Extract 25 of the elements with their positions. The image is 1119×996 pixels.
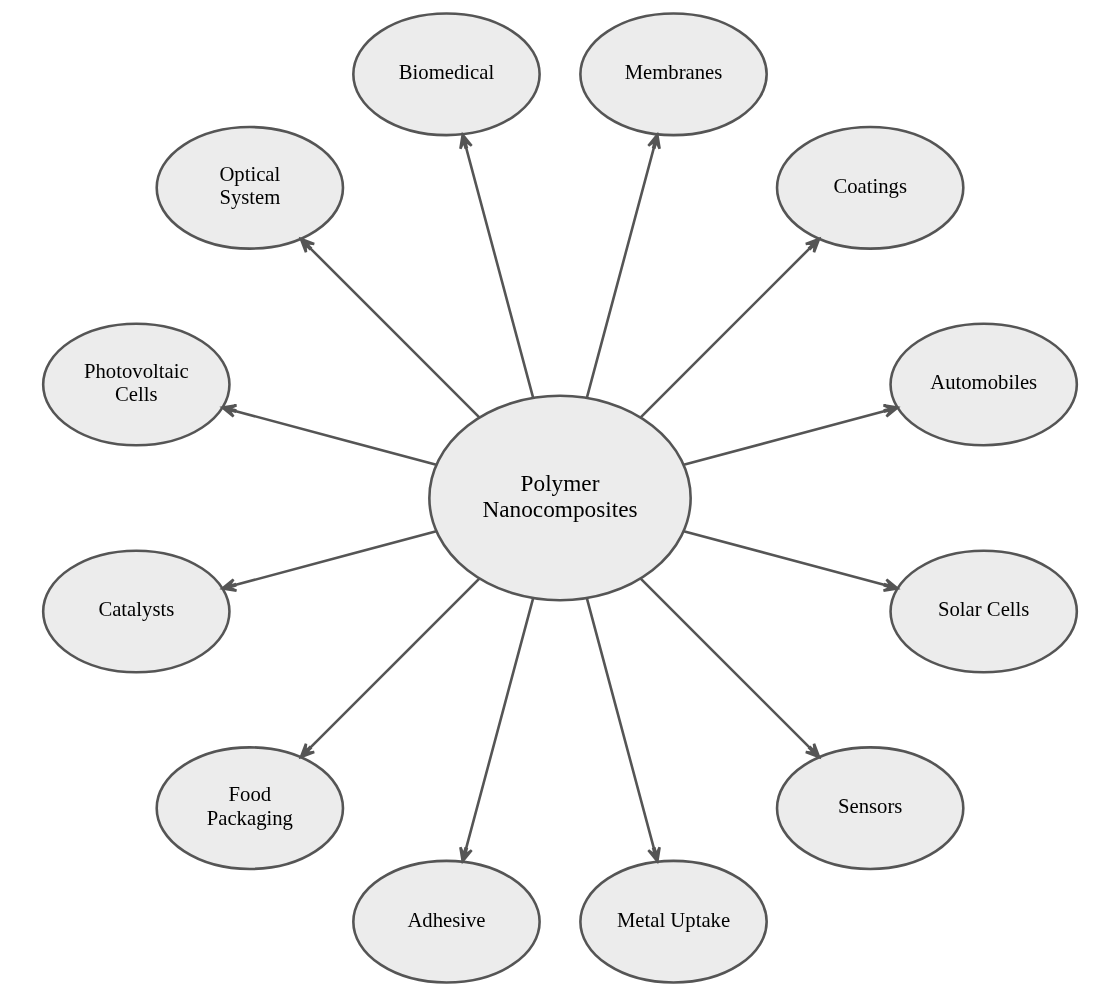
node-ellipse: Coatings bbox=[775, 125, 965, 250]
node-ellipse: Adhesive bbox=[351, 859, 541, 984]
node-ellipse: Photovoltaic Cells bbox=[41, 322, 231, 447]
arrow bbox=[585, 598, 661, 863]
arrow bbox=[299, 237, 480, 419]
arrow bbox=[220, 404, 437, 467]
arrow bbox=[639, 577, 820, 759]
arrow bbox=[682, 404, 899, 467]
arrow bbox=[458, 133, 534, 398]
node-ellipse: Sensors bbox=[775, 746, 965, 871]
arrow bbox=[682, 529, 899, 592]
arrow bbox=[220, 529, 437, 592]
node-ellipse: Solar Cells bbox=[888, 549, 1078, 674]
node-ellipse: Catalysts bbox=[41, 549, 231, 674]
node-ellipse: Automobiles bbox=[888, 322, 1078, 447]
arrow bbox=[299, 577, 480, 759]
node-ellipse: Optical System bbox=[154, 125, 344, 250]
arrow bbox=[639, 237, 820, 419]
arrow bbox=[458, 598, 534, 863]
node-ellipse: Polymer Nanocomposites bbox=[427, 394, 692, 602]
arrow bbox=[585, 133, 661, 398]
node-ellipse: Membranes bbox=[578, 12, 768, 137]
node-ellipse: Metal Uptake bbox=[578, 859, 768, 984]
node-ellipse: Food Packaging bbox=[154, 746, 344, 871]
node-ellipse: Biomedical bbox=[351, 12, 541, 137]
